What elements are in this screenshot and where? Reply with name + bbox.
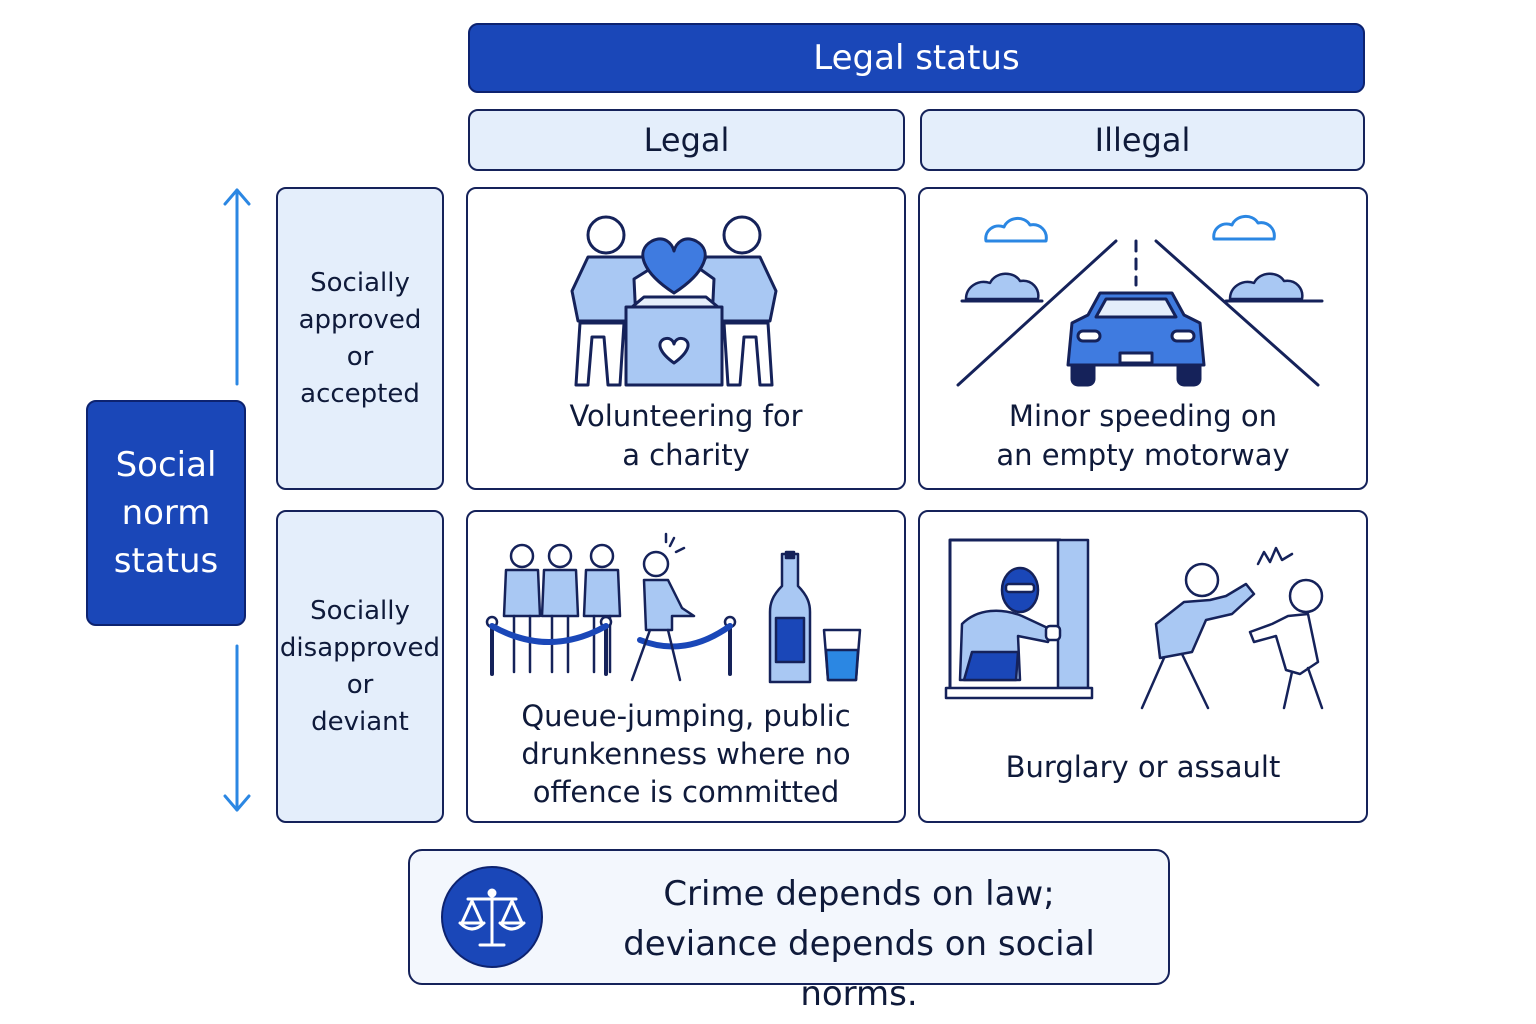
legal-status-header: Legal status <box>468 23 1365 93</box>
row-deviant-line-2: disapproved <box>279 632 441 663</box>
row-header-approved: Socially approved or accepted <box>276 187 444 490</box>
cell-deviant-legal-line-2: drunkenness where no <box>521 737 851 771</box>
cell-deviant-legal-text: Queue-jumping, public drunkenness where … <box>468 697 904 811</box>
cell-approved-illegal-text: Minor speeding on an empty motorway <box>920 397 1366 475</box>
row-approved-line-4: accepted <box>300 378 420 409</box>
row-deviant-line-1: Socially <box>310 595 410 626</box>
social-norm-line-3: status <box>113 541 219 581</box>
social-norm-line-2: norm <box>121 493 211 533</box>
social-norm-line-1: Social <box>115 445 217 485</box>
summary-line-2: deviance depends on social norms. <box>623 924 1095 1014</box>
row-header-deviant: Socially disapproved or deviant <box>276 510 444 823</box>
cell-approved-legal-line-2: a charity <box>622 438 750 472</box>
cell-deviant-illegal-text: Burglary or assault <box>920 748 1366 787</box>
vertical-double-arrow-icon <box>223 188 251 812</box>
cell-approved-illegal-line-1: Minor speeding on <box>1008 399 1278 433</box>
burglar-and-assault-icon <box>944 538 1324 710</box>
cell-deviant-illegal: Burglary or assault <box>918 510 1368 823</box>
row-deviant-line-4: deviant <box>311 706 409 737</box>
cell-approved-illegal: Minor speeding on an empty motorway <box>918 187 1368 490</box>
summary-line-1: Crime depends on law; <box>663 874 1055 914</box>
scales-of-justice-icon <box>441 866 543 968</box>
cell-deviant-legal: Queue-jumping, public drunkenness where … <box>466 510 906 823</box>
cell-approved-legal-text: Volunteering for a charity <box>468 397 904 475</box>
row-approved-line-3: or <box>346 341 374 372</box>
cell-deviant-legal-line-3: offence is committed <box>532 775 840 809</box>
row-deviant-line-3: or <box>346 669 374 700</box>
row-approved-line-1: Socially <box>310 267 410 298</box>
social-norm-status-label: Social norm status <box>86 400 246 626</box>
row-approved-line-2: approved <box>298 304 422 335</box>
queue-and-bottle-icon <box>485 532 862 684</box>
cell-deviant-illegal-line-1: Burglary or assault <box>1005 750 1281 784</box>
car-on-motorway-icon <box>956 215 1324 387</box>
summary-box: Crime depends on law; deviance depends o… <box>408 849 1170 1014</box>
cell-approved-legal: Volunteering for a charity <box>466 187 906 490</box>
cell-deviant-legal-line-1: Queue-jumping, public <box>521 699 851 733</box>
charity-volunteers-icon <box>570 215 778 387</box>
column-header-legal: Legal <box>468 109 905 171</box>
cell-approved-legal-line-1: Volunteering for <box>569 399 803 433</box>
cell-approved-illegal-line-2: an empty motorway <box>996 438 1290 472</box>
summary-text: Crime depends on law; deviance depends o… <box>560 869 1158 1019</box>
column-header-illegal: Illegal <box>920 109 1365 171</box>
